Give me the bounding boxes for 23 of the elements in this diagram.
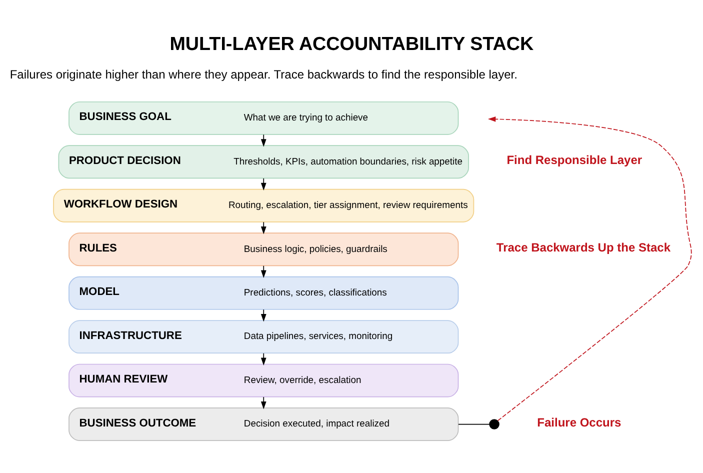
node-box: RULES Business logic, policies, guardrails xyxy=(68,232,459,266)
node-box: BUSINESS GOAL What we are trying to achieve xyxy=(68,101,459,135)
arrow xyxy=(260,222,266,234)
node-box: BUSINESS OUTCOME Decision executed, impact realized xyxy=(68,408,459,441)
node-box: MODEL Predictions, scores, classifications xyxy=(68,276,459,310)
node-circle xyxy=(489,419,500,430)
arrow xyxy=(260,265,266,278)
arrow xyxy=(488,116,692,422)
label: Find Responsible Layer xyxy=(506,153,642,168)
node-box: PRODUCT DECISION Thresholds, KPIs, automation boundaries, risk appetite xyxy=(58,145,469,179)
node-box: WORKFLOW DESIGN Routing, escalation, tier assignment, review requirements xyxy=(53,188,474,222)
arrow xyxy=(260,352,266,366)
arrow xyxy=(260,309,266,322)
label: Failures originate higher than where they appear. Trace backwards to find the responsible layer. xyxy=(10,67,518,82)
node-box: INFRASTRUCTURE Data pipelines, services, monitoring xyxy=(68,320,459,354)
node-label: Failure Occurs xyxy=(537,416,622,430)
label: Trace Backwards Up the Stack xyxy=(496,240,671,255)
arrow xyxy=(260,178,266,191)
arrow xyxy=(260,134,266,147)
diagram-title: MULTI-LAYER ACCOUNTABILITY STACK xyxy=(170,33,534,54)
connector xyxy=(458,424,490,425)
arrow xyxy=(260,396,266,410)
node-box: HUMAN REVIEW Review, override, escalation xyxy=(68,364,459,398)
